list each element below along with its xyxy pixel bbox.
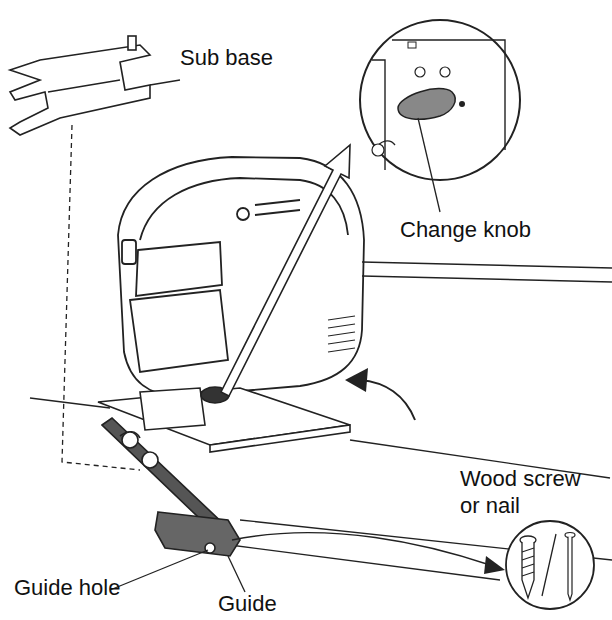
- callout-arrow-shape: [221, 145, 350, 396]
- blade-holder: [140, 388, 205, 430]
- guide-roller: [142, 452, 158, 468]
- vent-slot: [328, 316, 355, 320]
- detail-inset: [360, 20, 520, 212]
- sub-base-tab: [128, 36, 136, 50]
- part-label: Guide: [218, 590, 338, 617]
- screw-arrow: [232, 533, 505, 574]
- motor-cover: [130, 290, 228, 372]
- inset-mark: [415, 67, 425, 77]
- power-cord: [362, 262, 612, 282]
- cord-line: [362, 262, 612, 268]
- inset-circle: [506, 521, 594, 609]
- rotation-arrow: [345, 368, 415, 420]
- nail-head: [565, 533, 575, 538]
- divider-slash: [542, 534, 556, 596]
- inset-body-edge: [372, 40, 505, 170]
- inset-mark: [440, 67, 450, 77]
- trigger: [122, 240, 136, 264]
- base-plate-edge: [210, 425, 350, 452]
- leader-line: [228, 556, 245, 592]
- fastener-inset: [506, 521, 594, 609]
- callout-arrow: [221, 145, 350, 396]
- vent-slots: [328, 316, 355, 352]
- sub-base: [10, 36, 150, 135]
- vent-slot: [328, 348, 355, 352]
- leader-line: [418, 118, 440, 212]
- arrow-line: [232, 533, 490, 565]
- change-knob: [398, 89, 455, 120]
- arrow-head: [484, 556, 505, 574]
- sub-base-edge: [48, 80, 120, 92]
- vent-slot: [328, 324, 355, 328]
- arrow-arc: [360, 380, 415, 420]
- base-plate: [98, 387, 350, 452]
- part-label: Sub base: [180, 44, 320, 71]
- vent-slot: [328, 332, 355, 336]
- guide-roller: [122, 432, 138, 448]
- leader-line: [150, 80, 180, 85]
- inset-mark: [372, 144, 384, 156]
- guide-hole: [205, 543, 215, 553]
- nail-shank: [568, 537, 572, 600]
- workpiece-line: [230, 545, 500, 580]
- vent-slot: [328, 340, 355, 344]
- cord-line: [362, 276, 612, 282]
- workpiece-line: [30, 398, 110, 408]
- screw-shank: [522, 542, 534, 598]
- arrow-head: [345, 368, 368, 392]
- screw-thread: [522, 548, 534, 576]
- grip-line: [255, 200, 300, 215]
- leader-line: [110, 550, 208, 590]
- screw-head: [237, 208, 249, 220]
- part-label: Wood screw or nail: [460, 465, 590, 519]
- inset-mark: [408, 42, 416, 48]
- guide-block: [155, 512, 240, 556]
- switch-cover: [136, 242, 222, 296]
- inset-circle: [360, 20, 520, 180]
- part-label: Guide hole: [14, 574, 174, 601]
- part-label: Change knob: [400, 216, 580, 243]
- guide-assembly: [102, 418, 240, 556]
- sub-base-plate: [10, 45, 150, 135]
- inset-dot: [459, 101, 465, 107]
